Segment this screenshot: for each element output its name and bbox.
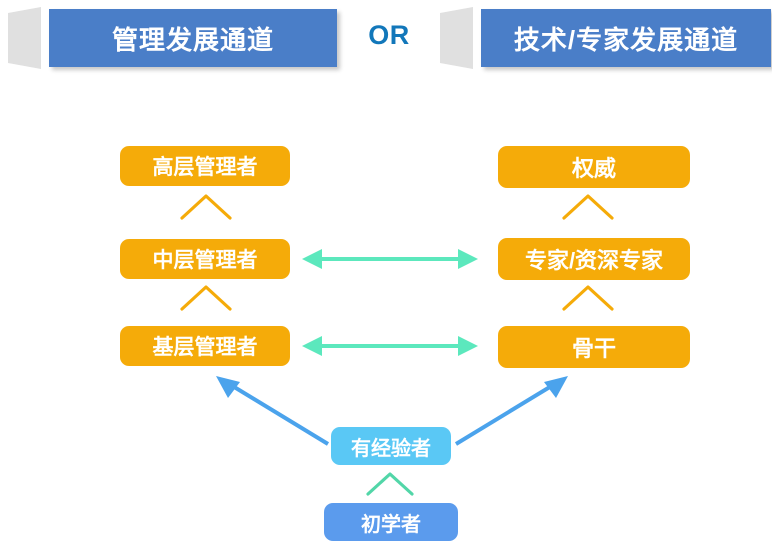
- banner-management-track[interactable]: 管理发展通道: [8, 5, 338, 69]
- double-headed-arrow-icon: [302, 249, 478, 269]
- node-base-manager[interactable]: 基层管理者: [120, 326, 290, 366]
- banner-management-plate: 管理发展通道: [49, 9, 337, 67]
- node-authority[interactable]: 权威: [498, 146, 690, 188]
- node-beginner[interactable]: 初学者: [324, 503, 458, 541]
- chevron-up-icon: [366, 472, 414, 496]
- chevron-up-icon: [180, 285, 232, 311]
- node-senior-manager-label: 高层管理者: [152, 156, 258, 179]
- banner-technical-label: 技术/专家发展通道: [513, 24, 739, 55]
- node-senior-manager[interactable]: 高层管理者: [120, 146, 290, 186]
- ribbon-tab-icon: [8, 7, 41, 69]
- diagonal-arrow-icon: [454, 376, 568, 446]
- node-authority-label: 权威: [571, 156, 616, 181]
- ribbon-tab-icon: [440, 7, 473, 69]
- double-headed-arrow-icon: [302, 336, 478, 356]
- node-expert-label: 专家/资深专家: [524, 248, 664, 273]
- node-experienced[interactable]: 有经验者: [331, 427, 451, 465]
- node-backbone[interactable]: 骨干: [498, 326, 690, 368]
- or-conjunction-label: OR: [368, 20, 410, 50]
- node-middle-manager-label: 中层管理者: [152, 249, 258, 272]
- banner-technical-track[interactable]: 技术/专家发展通道: [440, 5, 771, 69]
- diagonal-arrow-icon: [216, 376, 330, 446]
- banner-technical-plate: 技术/专家发展通道: [481, 9, 771, 67]
- node-expert[interactable]: 专家/资深专家: [498, 238, 690, 280]
- node-backbone-label: 骨干: [571, 336, 616, 361]
- node-base-manager-label: 基层管理者: [152, 336, 258, 359]
- node-experienced-label: 有经验者: [351, 437, 431, 460]
- chevron-up-icon: [562, 194, 614, 220]
- node-middle-manager[interactable]: 中层管理者: [120, 239, 290, 279]
- chevron-up-icon: [562, 285, 614, 311]
- node-beginner-label: 初学者: [361, 513, 421, 536]
- banner-management-label: 管理发展通道: [111, 24, 274, 55]
- chevron-up-icon: [180, 194, 232, 220]
